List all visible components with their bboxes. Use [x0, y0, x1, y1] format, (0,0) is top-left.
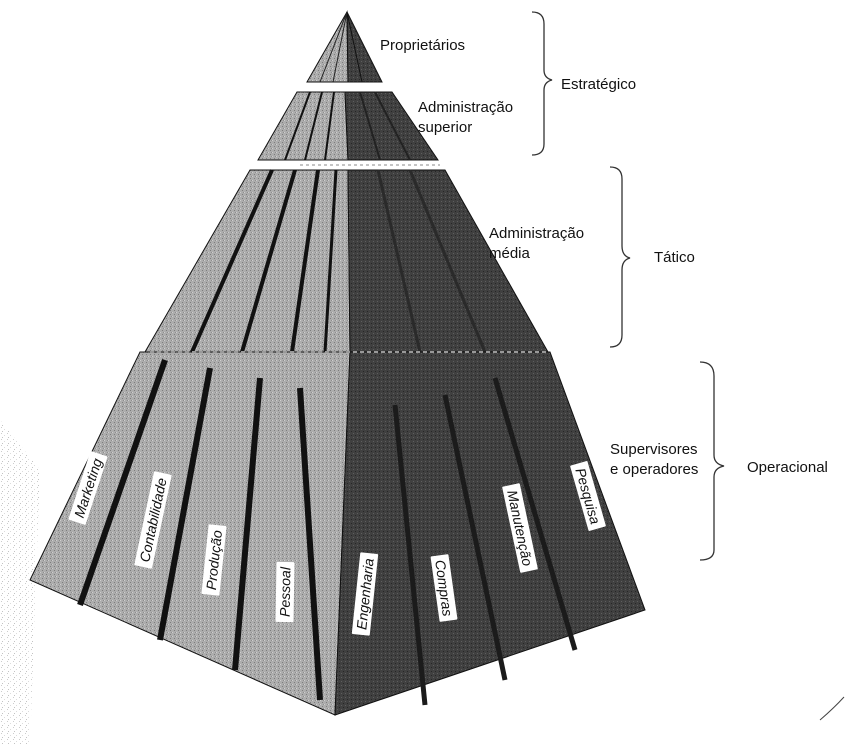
label-supervisores-line1: Supervisores [610, 441, 698, 458]
apex-tier [306, 10, 383, 83]
stray-mark [819, 696, 845, 721]
tier-tatico: Tático [654, 249, 695, 266]
speckle-background [0, 420, 40, 744]
label-adm-media-line1: Administração [489, 225, 585, 242]
operational-tier [29, 351, 646, 716]
label-supervisores-line2: e operadores [610, 461, 699, 478]
label-adm-superior-line2: superior [418, 119, 473, 136]
upper-management-tier [257, 91, 439, 161]
tier-operacional: Operacional [747, 459, 828, 476]
middle-management-tier [144, 169, 549, 353]
operational-brace [699, 361, 725, 561]
label-adm-superior-line1: Administração [418, 99, 514, 116]
dept-pessoal-label: Pessoal [275, 561, 295, 623]
tactical-brace [609, 166, 631, 348]
label-proprietarios: Proprietários [380, 37, 466, 54]
label-adm-media-line2: média [489, 245, 530, 262]
tier-estrategico: Estratégico [561, 76, 637, 93]
dept-pessoal: Pessoal [272, 512, 299, 672]
strategic-brace [531, 11, 553, 156]
dept-producao-label: Produção [201, 524, 227, 596]
